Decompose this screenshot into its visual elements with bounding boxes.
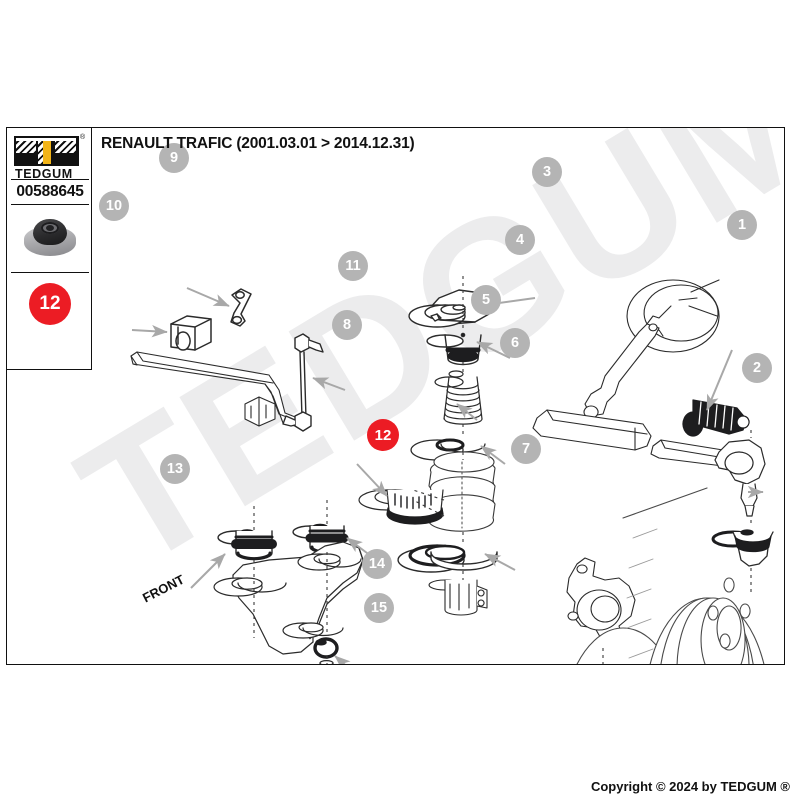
part-9-bracket-clamp [230, 288, 252, 327]
callout-bubble-15[interactable]: 15 [364, 593, 394, 623]
logo-hatch-left [16, 138, 36, 153]
callout-bubble-6[interactable]: 6 [500, 328, 530, 358]
part-wheel-tyre [576, 487, 765, 664]
part-4-bump-stop [426, 332, 482, 366]
callout-bubble-14[interactable]: 14 [362, 549, 392, 579]
sidebar-divider-bottom [11, 272, 89, 274]
logo-hatch-center [38, 138, 43, 164]
part-12-control-arm-bush-front [292, 523, 349, 554]
part-11-stabiliser-link [282, 333, 324, 432]
callout-bubble-10[interactable]: 10 [99, 191, 129, 221]
callout-leader-lines [131, 287, 764, 664]
part-tie-rod [650, 439, 730, 467]
callout-bubble-8[interactable]: 8 [332, 310, 362, 340]
logo-mark-shape [14, 136, 79, 166]
callout-bubble-11[interactable]: 11 [338, 251, 368, 281]
part-2-ball-joint-cover [711, 529, 774, 567]
part-1-steering-gaiter [682, 399, 750, 437]
bushing-bore [46, 225, 54, 231]
callout-bubble-9[interactable]: 9 [159, 143, 189, 173]
part-10-stabiliser-bush [170, 315, 212, 351]
sidebar-divider-top [11, 179, 89, 181]
part-lower-control-arm [213, 541, 364, 655]
part-14-ball-joint-boot [313, 637, 339, 659]
part-13-control-arm-bush-rear [217, 529, 277, 561]
part-5-dust-boot [434, 370, 483, 425]
page-title: RENAULT TRAFIC (2001.03.01 > 2014.12.31) [101, 135, 415, 152]
tedgum-watermark: TEDGUM [48, 127, 785, 608]
part-tie-rod-end [714, 439, 766, 517]
registered-trademark-icon: ® [80, 134, 86, 141]
callout-bubble-1[interactable]: 1 [727, 210, 757, 240]
part-15-ball-joint-stud [319, 660, 334, 664]
sidebar-position-badge[interactable]: 12 [29, 283, 71, 325]
part-6-spring-seat-upper [410, 438, 486, 461]
part-coil-spring [428, 451, 496, 532]
brand-name: TEDGUM [15, 167, 73, 181]
logo-top-stripe [16, 138, 76, 141]
part-strut-lower-bracket [428, 579, 488, 616]
sidebar-divider-middle [11, 204, 89, 206]
callout-bubble-3[interactable]: 3 [532, 157, 562, 187]
part-8-wheel-bearing [358, 489, 444, 525]
callout-bubble-2[interactable]: 2 [742, 353, 772, 383]
part-steering-knuckle [566, 557, 636, 647]
tedgum-logo-icon: ® TEDGUM [14, 134, 86, 181]
part-steering-wheel [626, 279, 720, 353]
product-photo-bushing [21, 214, 79, 262]
callout-bubble-13[interactable]: 13 [160, 454, 190, 484]
brand-sidebar: ® TEDGUM 00588645 12 [6, 127, 92, 370]
callout-bubble-7[interactable]: 7 [511, 434, 541, 464]
callout-bubble-5[interactable]: 5 [471, 285, 501, 315]
callout-bubble-12-highlighted[interactable]: 12 [367, 419, 399, 451]
logo-hatch-right [55, 138, 76, 153]
part-7-spring-seat-lower [397, 544, 498, 573]
part-number-label: 00588645 [16, 183, 84, 200]
part-steering-rack [532, 409, 652, 451]
part-stabiliser-bar [130, 351, 304, 429]
part-steering-column [583, 323, 660, 419]
logo-yellow-bar [43, 138, 51, 164]
callout-bubble-4[interactable]: 4 [505, 225, 535, 255]
copyright-notice: Copyright © 2024 by TEDGUM ® [590, 779, 790, 794]
